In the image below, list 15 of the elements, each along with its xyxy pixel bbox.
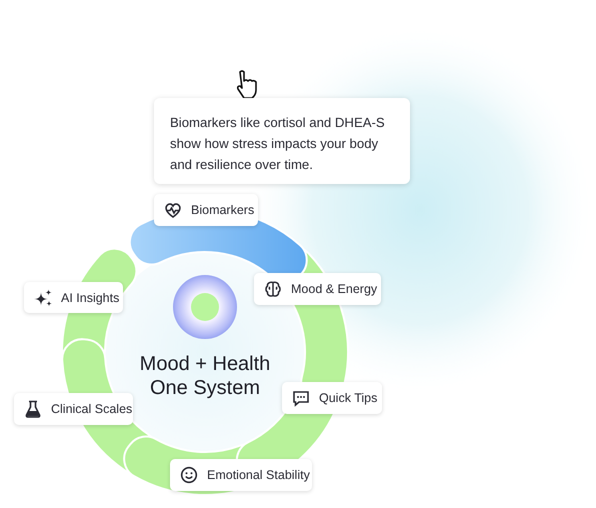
chip-label: Mood & Energy [291, 282, 378, 296]
chip-label: Biomarkers [191, 203, 254, 217]
label-chip [282, 382, 382, 414]
label-chip [14, 393, 133, 425]
label-chip [154, 194, 258, 226]
center-title: Mood + Health One System [138, 352, 272, 400]
chip-label: Quick Tips [319, 391, 378, 405]
label-chip [24, 282, 123, 313]
tooltip-text: Biomarkers like cortisol and DHEA-S show how stress impacts your body and resilience over time. [170, 114, 386, 174]
label-chip [170, 459, 312, 491]
label-chip [254, 273, 381, 305]
chip-label: Emotional Stability [207, 468, 310, 482]
tooltip-card [154, 98, 410, 184]
chip-label: AI Insights [61, 290, 120, 304]
chip-label: Clinical Scales [51, 402, 132, 416]
